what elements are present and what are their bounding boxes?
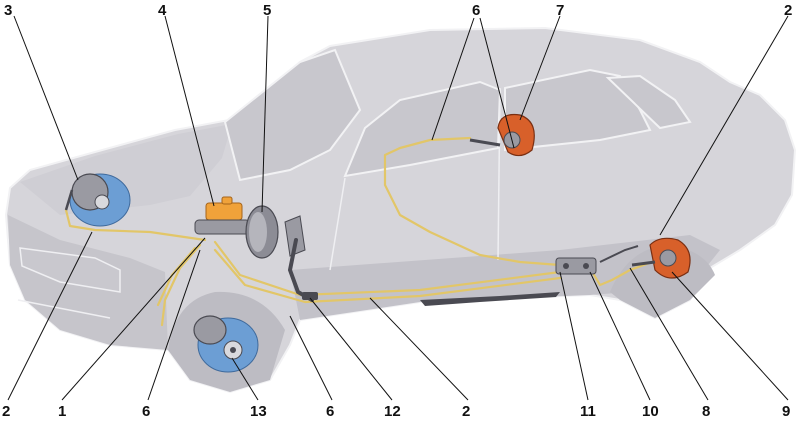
leader-3 — [13, 15, 79, 181]
line-front-right — [160, 243, 202, 327]
front-left-hose — [64, 189, 74, 211]
leader-12 — [309, 297, 393, 401]
front-left-brake — [64, 173, 131, 227]
regulator-lever — [599, 245, 639, 263]
leader-lines — [7, 15, 789, 401]
leader-7 — [519, 15, 561, 121]
label-13: 13 — [250, 403, 267, 420]
label-2-bottom-mid: 2 — [462, 403, 470, 420]
line-regulator — [588, 260, 654, 287]
label-3: 3 — [4, 2, 12, 19]
windows — [223, 48, 692, 271]
sill-dark — [420, 292, 560, 306]
master-cylinder — [194, 196, 251, 235]
pedal-pad — [302, 292, 318, 300]
leader-13 — [231, 357, 259, 401]
pedal-bracket — [284, 215, 306, 257]
front-right-brake — [193, 315, 259, 373]
grille-line — [17, 299, 111, 319]
leader-1 — [61, 237, 206, 401]
label-9: 9 — [782, 403, 790, 420]
booster-face — [249, 212, 267, 252]
front-right-hub-center — [230, 347, 236, 353]
label-6-bottom-mid: 6 — [326, 403, 334, 420]
regulator-port-a — [563, 263, 569, 269]
rear-right-cylinder — [659, 249, 677, 267]
door-seam — [497, 87, 501, 261]
master-cylinder-body — [194, 219, 251, 235]
pressure-regulator — [555, 245, 639, 275]
headlight — [19, 247, 121, 293]
leader-6-top-a — [431, 17, 475, 141]
number-labels: 3 4 5 6 7 2 2 1 6 13 6 12 2 11 10 8 9 — [2, 2, 792, 420]
leader-10 — [589, 271, 651, 401]
leader-6-bm — [289, 315, 333, 401]
label-7: 7 — [556, 2, 564, 19]
line-to-rear-right-top — [383, 136, 562, 267]
label-4: 4 — [158, 2, 167, 19]
brake-pedal — [284, 215, 318, 302]
front-left-hub — [94, 194, 110, 210]
line-rear-main-2 — [213, 248, 562, 304]
leader-2-bm — [369, 297, 469, 401]
rear-right-brake — [631, 237, 691, 279]
front-door-window — [343, 80, 502, 178]
leader-11 — [559, 271, 589, 401]
leader-6-top-b — [479, 17, 515, 149]
front-right-caliper — [193, 315, 227, 345]
door-seam-front — [329, 177, 346, 271]
leader-5 — [261, 15, 269, 213]
label-2-bottom-left: 2 — [2, 403, 10, 420]
vacuum-booster — [245, 205, 279, 259]
label-1: 1 — [58, 403, 66, 420]
regulator-body — [555, 257, 597, 275]
rear-left-hose — [469, 138, 501, 147]
rear-right-hose — [631, 260, 656, 267]
leader-2-bl — [7, 231, 93, 401]
leader-4 — [164, 15, 215, 207]
label-10: 10 — [642, 403, 659, 420]
label-6-top: 6 — [472, 2, 480, 19]
leader-6-bl — [147, 249, 201, 401]
reservoir-cap — [221, 196, 233, 205]
label-8: 8 — [702, 403, 710, 420]
label-2-top: 2 — [784, 2, 792, 19]
regulator-port-b — [583, 263, 589, 269]
leader-2-top — [659, 15, 789, 236]
windshield — [223, 48, 362, 182]
leader-8 — [629, 267, 709, 401]
label-11: 11 — [580, 403, 596, 420]
label-6-bottom-left: 6 — [142, 403, 150, 420]
line-front-left — [64, 208, 207, 242]
label-5: 5 — [263, 2, 271, 19]
reservoir — [205, 202, 243, 221]
leader-9 — [671, 271, 789, 401]
rear-quarter-window — [605, 74, 692, 130]
label-12: 12 — [384, 403, 401, 420]
